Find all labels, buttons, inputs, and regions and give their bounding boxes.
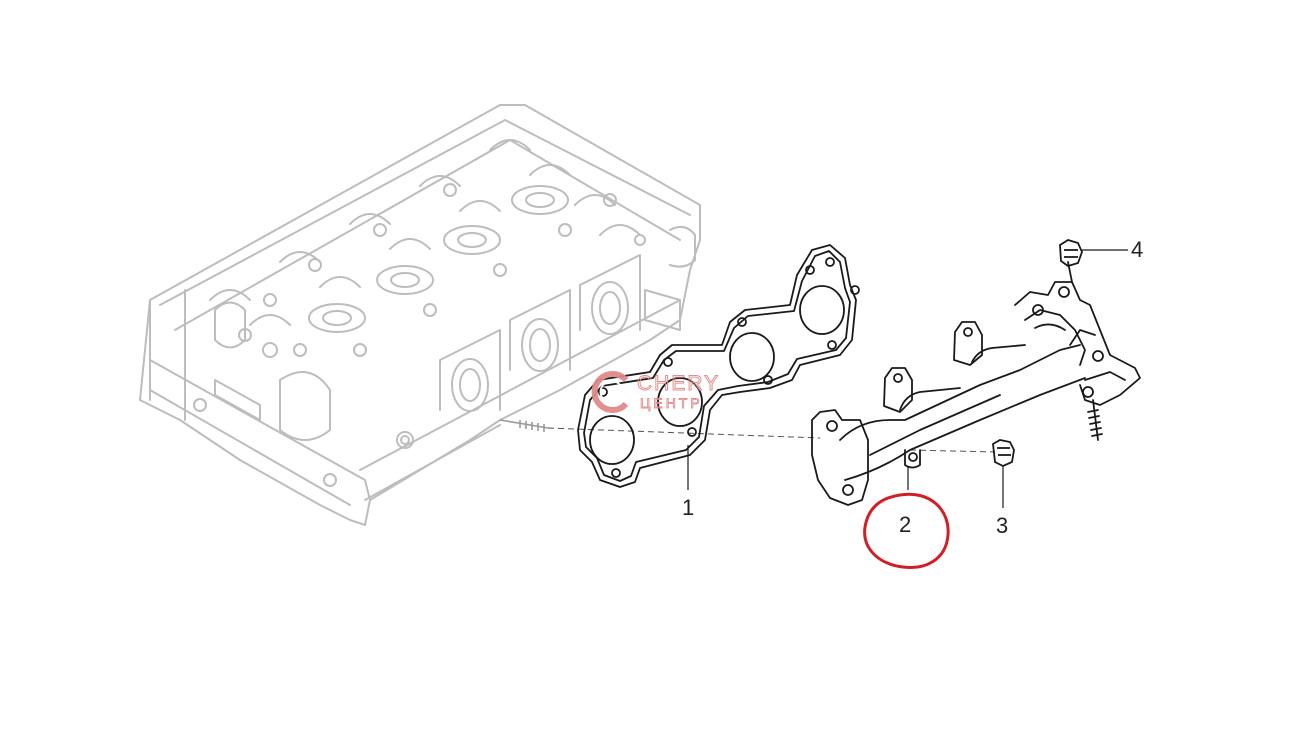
hex-nut-part-3 xyxy=(992,439,1015,467)
highlight-circle xyxy=(863,492,950,570)
assembly-guide-lines xyxy=(547,427,996,453)
brand-watermark: CHERY ЦЕНТР xyxy=(591,371,720,413)
callout-label-3: 3 xyxy=(996,513,1008,538)
exhaust-gasket-part-1 xyxy=(577,244,860,488)
callout-label-1: 1 xyxy=(682,495,694,520)
callout-label-4: 4 xyxy=(1131,237,1143,262)
manifold-stud xyxy=(499,419,549,432)
callout-label-2: 2 xyxy=(899,512,911,537)
brand-subtitle: ЦЕНТР xyxy=(640,395,703,411)
brand-name: CHERY xyxy=(637,372,720,395)
hex-nut-part-4 xyxy=(1059,239,1083,267)
callout-leader-lines xyxy=(687,249,1128,508)
brand-logo xyxy=(591,371,629,413)
cylinder-head-illustration xyxy=(139,104,701,526)
exhaust-manifold-part-2 xyxy=(811,261,1141,506)
